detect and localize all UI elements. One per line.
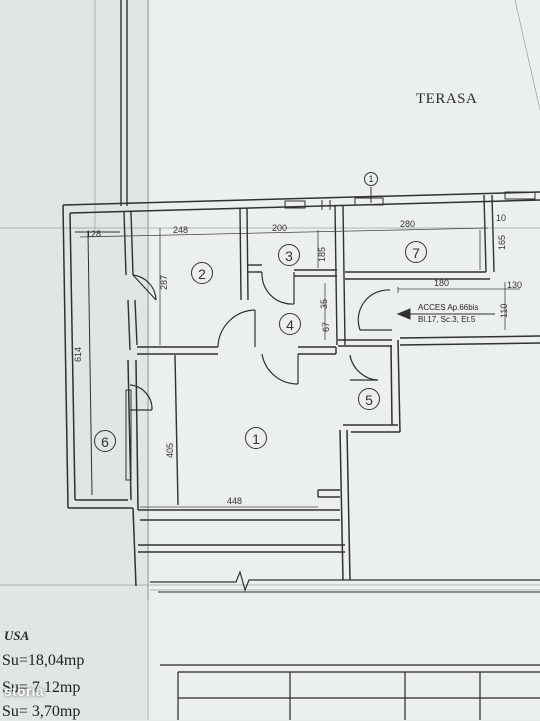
dimension-128: 128 [86,229,102,239]
dimension-405: 405 [165,442,175,458]
room-number-2: 2 [191,262,213,284]
dimension-165: 165 [497,234,507,250]
watermark-logo: storia [4,683,44,699]
legend-row: Su= 3,70mp [2,703,81,720]
dimension-200: 200 [272,223,288,233]
access-label: ACCES Ap.66bis [418,303,479,312]
dimension-10: 10 [496,213,507,223]
room-number-4: 4 [279,313,301,335]
terrace-label: TERASA [416,91,478,107]
room-number-6: 6 [94,430,116,452]
dimension-180: 180 [434,278,450,288]
access-detail: Bl.17, Sc.3, Et.5 [418,315,476,324]
legend-title: USA [4,628,30,643]
dimension-248: 248 [173,225,189,235]
dimension-614: 614 [73,346,83,362]
axis-marker: 1 [364,172,378,186]
dimension-110: 110 [499,303,509,318]
dimension-67: 67 [321,321,331,332]
dimension-35: 35 [319,298,329,309]
legend-row: Su=18,04mp [2,652,85,669]
dimension-185: 185 [317,246,327,262]
dimension-448: 448 [227,496,243,506]
dimension-130: 130 [507,280,523,290]
dimension-280: 280 [400,219,416,229]
room-number-3: 3 [278,244,300,266]
room-number-1: 1 [245,427,267,449]
room-number-5: 5 [358,388,380,410]
dimension-287: 287 [159,274,169,290]
room-number-7: 7 [405,241,427,263]
legend-row: Su= 7,12mp [2,679,81,696]
